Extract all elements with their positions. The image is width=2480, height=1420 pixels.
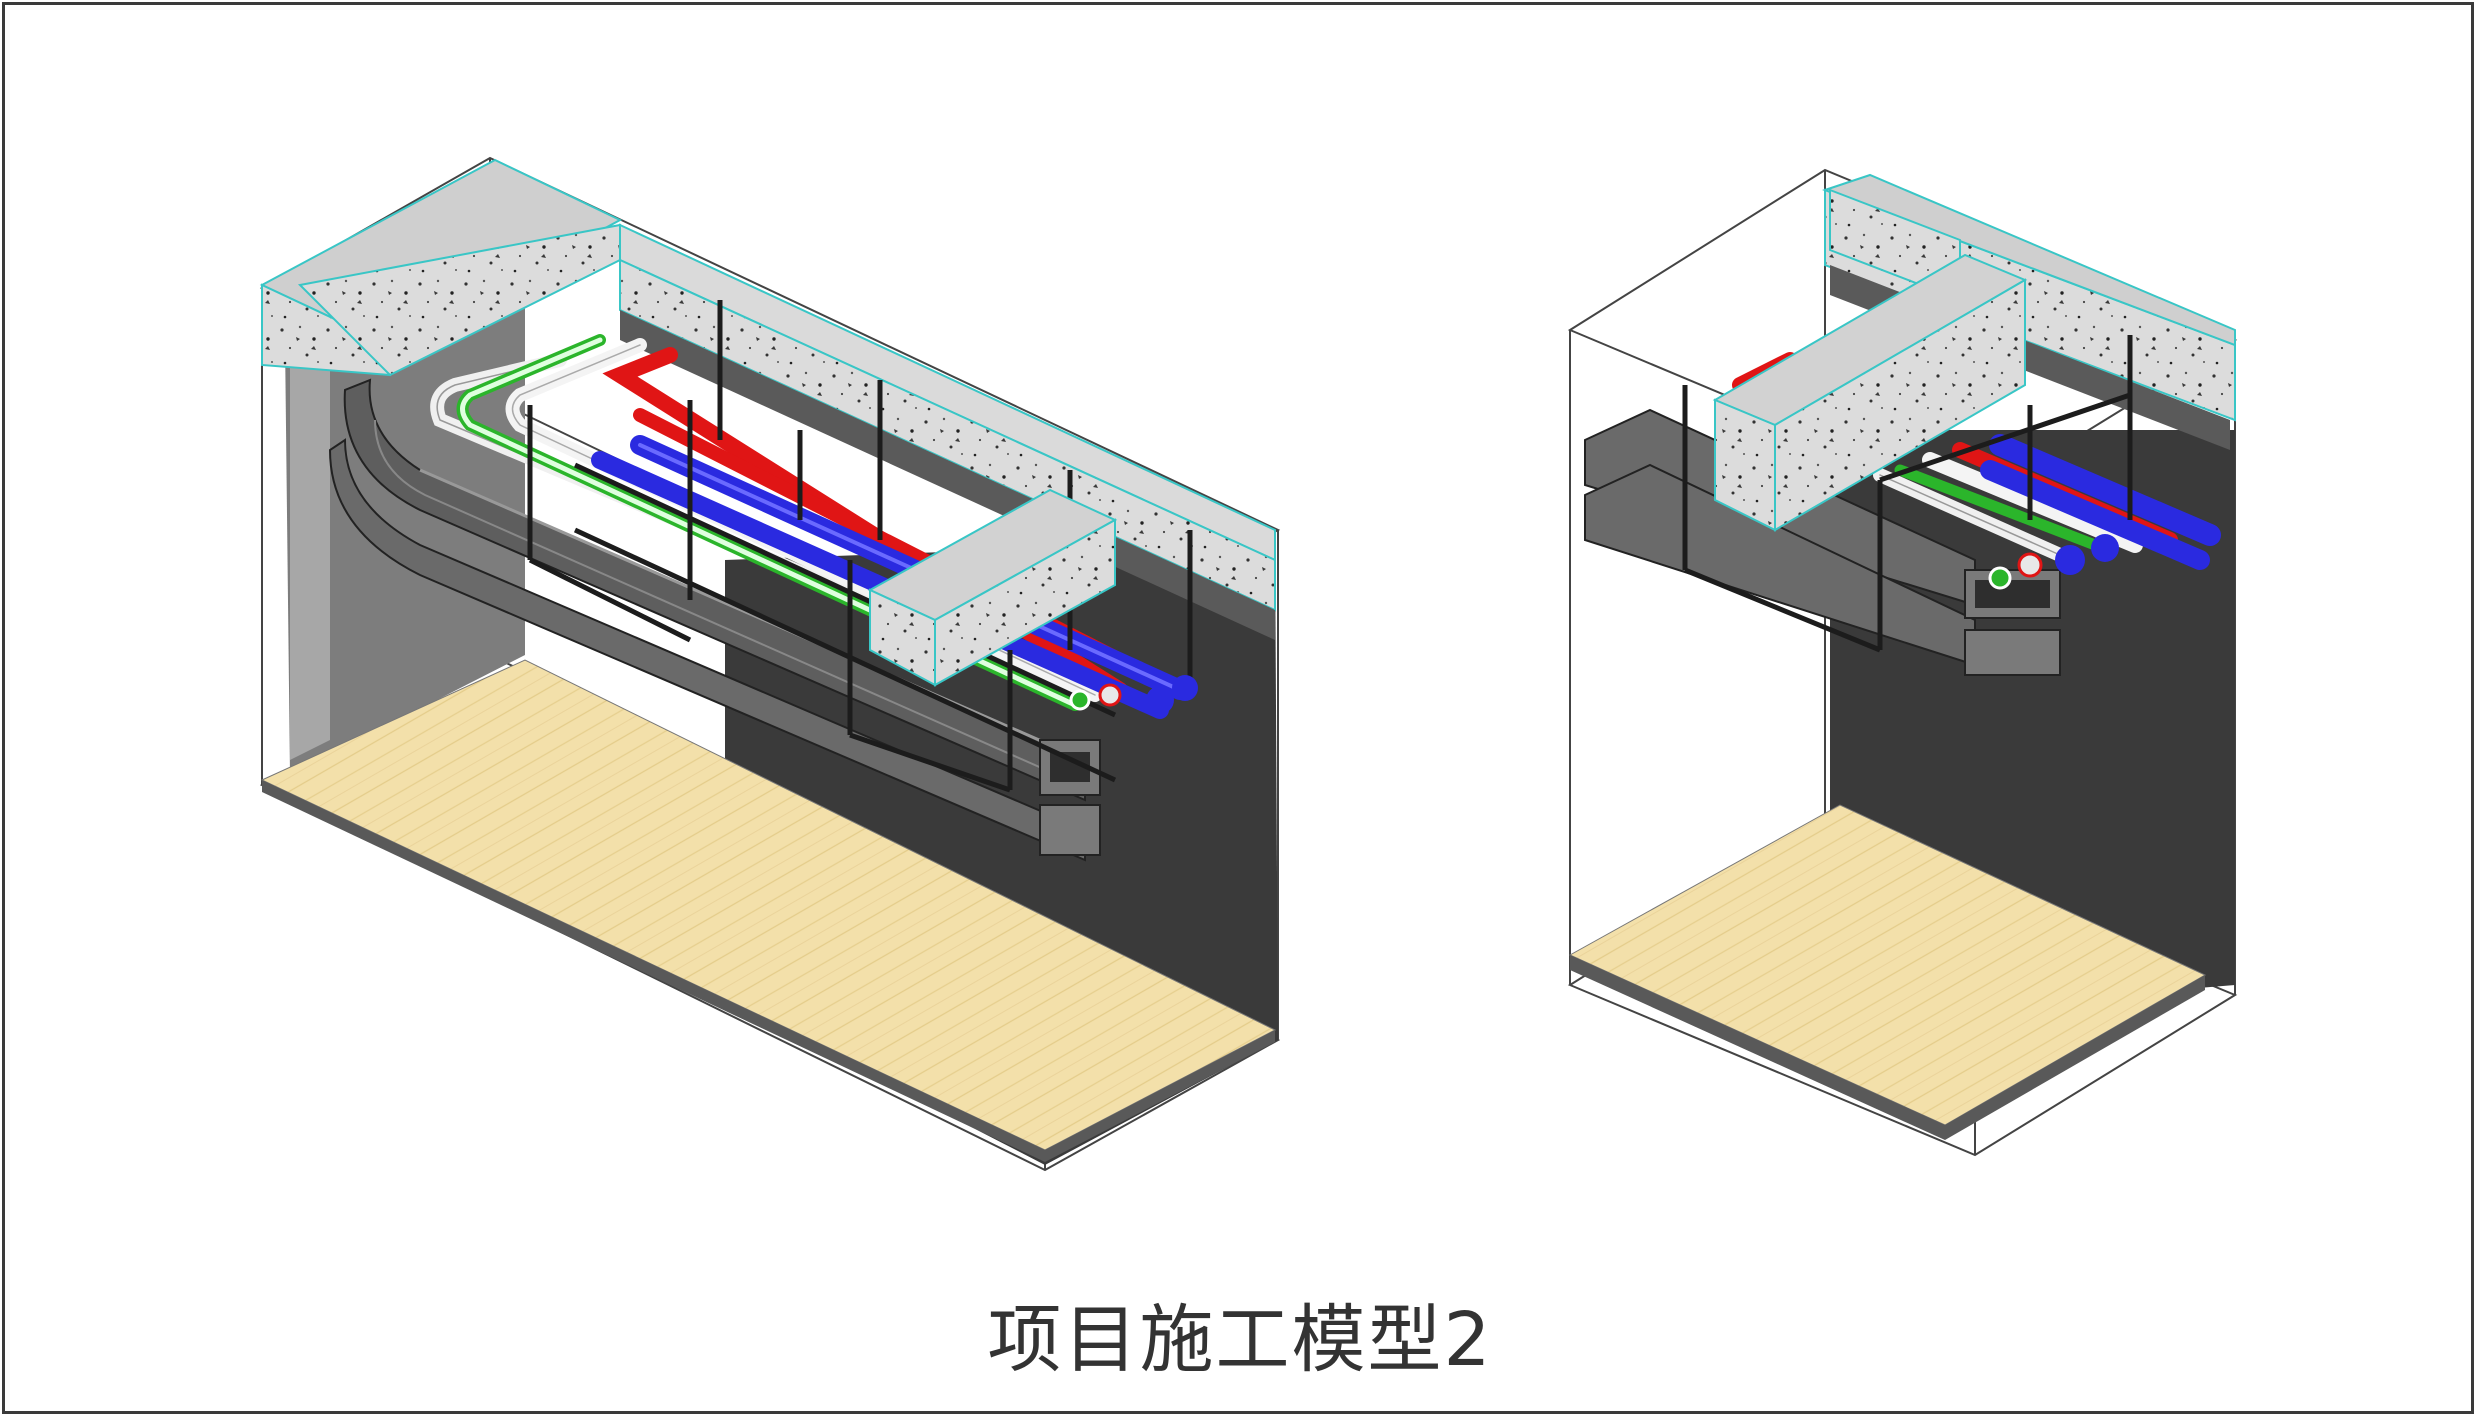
model-left bbox=[259, 156, 1281, 1172]
right-concrete-beam bbox=[1712, 188, 2028, 532]
left-cable-trays bbox=[328, 378, 1101, 862]
right-pipe-bundle bbox=[1732, 352, 2221, 570]
right-floor-slab bbox=[1568, 804, 2207, 1140]
right-pipe-ends bbox=[1988, 534, 2119, 590]
right-support-hangers bbox=[1682, 230, 2133, 653]
caption: 项目施工模型2 bbox=[987, 1297, 1493, 1383]
left-support-hangers bbox=[527, 300, 1193, 793]
left-pipe-ends bbox=[1069, 675, 1198, 714]
left-floor-slab bbox=[260, 659, 1277, 1162]
left-concrete-beam bbox=[867, 488, 1118, 687]
model-right bbox=[1567, 168, 2238, 1157]
